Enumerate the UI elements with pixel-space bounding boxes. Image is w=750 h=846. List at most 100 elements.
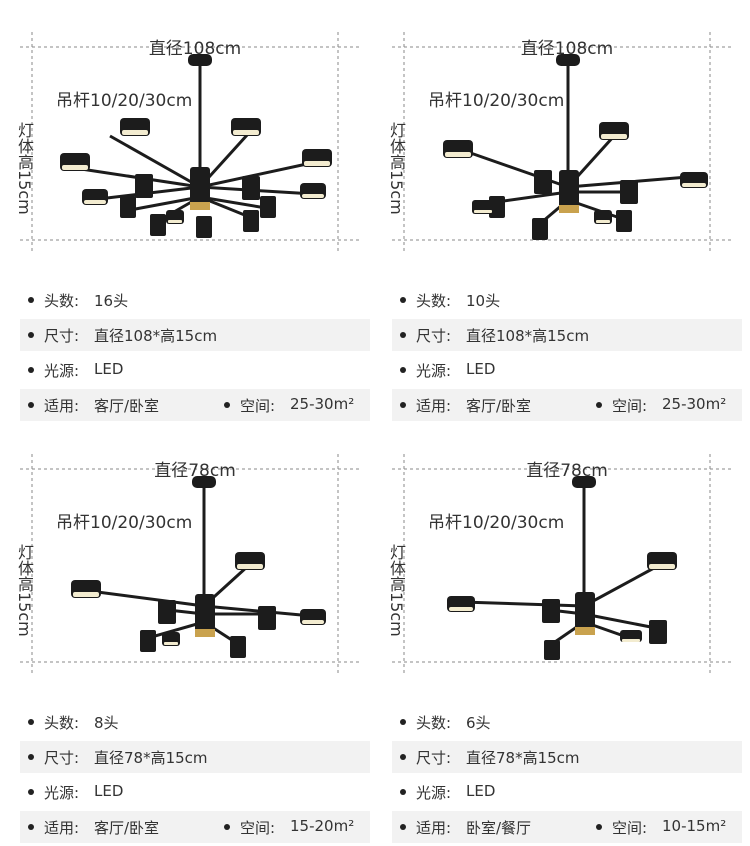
spec-value: 8头 (94, 714, 119, 732)
spec-label: 尺寸: (44, 749, 80, 767)
spec-row-size: 尺寸: 直径108*高15cm (392, 319, 742, 351)
spec-row-light: 光源: LED (20, 354, 370, 386)
chandelier-figure: 直径78cm 吊杆10/20/30cm 灯体高15cm (387, 444, 742, 694)
spec-value: LED (94, 782, 124, 800)
spec-row-heads: 头数: 16头 (20, 284, 370, 316)
spec-row-light: 光源: LED (392, 776, 742, 808)
spec-value: 直径108*高15cm (466, 327, 590, 345)
spec-label: 光源: (44, 362, 80, 380)
bullet-icon (28, 719, 34, 725)
spec-label: 头数: (416, 714, 452, 732)
spec-value: 客厅/卧室 (94, 397, 160, 415)
spec-value: 10-15m² (662, 817, 727, 835)
spec-value: LED (466, 782, 496, 800)
chandelier-figure: 直径108cm 吊杆10/20/30cm 灯体高15cm (15, 22, 370, 272)
bullet-icon (400, 402, 406, 408)
bullet-icon (596, 402, 602, 408)
body-height-label: 灯体高15cm (15, 122, 34, 215)
bullet-icon (400, 789, 406, 795)
bullet-icon (224, 824, 230, 830)
spec-label: 头数: (44, 292, 80, 310)
spec-value: 25-30m² (662, 395, 727, 413)
bullet-icon (28, 402, 34, 408)
spec-list: 头数: 8头 尺寸: 直径78*高15cm 光源: LED 适用: 客厅/卧室 … (20, 706, 370, 846)
spec-row-size: 尺寸: 直径78*高15cm (20, 741, 370, 773)
spec-row-size: 尺寸: 直径78*高15cm (392, 741, 742, 773)
bullet-icon (400, 754, 406, 760)
bullet-icon (224, 402, 230, 408)
body-height-label: 灯体高15cm (15, 544, 34, 637)
body-height-label: 灯体高15cm (387, 544, 406, 637)
spec-row-light: 光源: LED (392, 354, 742, 386)
spec-label: 空间: (240, 397, 276, 415)
diameter-label: 直径78cm (154, 461, 236, 481)
spec-value: 16头 (94, 292, 129, 310)
diameter-label: 直径78cm (526, 461, 608, 481)
spec-value: 客厅/卧室 (94, 819, 160, 837)
spec-value: 15-20m² (290, 817, 355, 835)
rod-length-label: 吊杆10/20/30cm (428, 513, 565, 533)
spec-value: 直径78*高15cm (94, 749, 208, 767)
rod-length-label: 吊杆10/20/30cm (56, 91, 193, 111)
bullet-icon (400, 719, 406, 725)
chandelier-10-head-image (392, 32, 732, 254)
spec-label: 光源: (416, 362, 452, 380)
spec-value: LED (466, 360, 496, 378)
bullet-icon (28, 367, 34, 373)
spec-label: 空间: (612, 397, 648, 415)
bullet-icon (28, 789, 34, 795)
chandelier-6-head-image (392, 454, 732, 676)
bullet-icon (28, 824, 34, 830)
spec-label: 适用: (416, 819, 452, 837)
spec-list: 头数: 16头 尺寸: 直径108*高15cm 光源: LED 适用: 客厅/卧… (20, 284, 370, 424)
spec-row-use: 适用: 客厅/卧室 空间: 25-30m² (392, 389, 742, 421)
spec-value: 直径78*高15cm (466, 749, 580, 767)
spec-label: 空间: (240, 819, 276, 837)
spec-label: 光源: (416, 784, 452, 802)
spec-row-size: 尺寸: 直径108*高15cm (20, 319, 370, 351)
bullet-icon (28, 332, 34, 338)
bullet-icon (596, 824, 602, 830)
spec-row-use: 适用: 客厅/卧室 空间: 15-20m² (20, 811, 370, 843)
spec-list: 头数: 6头 尺寸: 直径78*高15cm 光源: LED 适用: 卧室/餐厅 … (392, 706, 742, 846)
bullet-icon (28, 297, 34, 303)
body-height-label: 灯体高15cm (387, 122, 406, 215)
spec-row-use: 适用: 卧室/餐厅 空间: 10-15m² (392, 811, 742, 843)
spec-label: 尺寸: (44, 327, 80, 345)
bullet-icon (400, 297, 406, 303)
chandelier-figure: 直径108cm 吊杆10/20/30cm 灯体高15cm (387, 22, 742, 272)
bullet-icon (400, 824, 406, 830)
spec-row-light: 光源: LED (20, 776, 370, 808)
bullet-icon (28, 754, 34, 760)
spec-value: 卧室/餐厅 (466, 819, 532, 837)
spec-label: 光源: (44, 784, 80, 802)
diameter-label: 直径108cm (148, 39, 242, 59)
spec-value: LED (94, 360, 124, 378)
spec-row-use: 适用: 客厅/卧室 空间: 25-30m² (20, 389, 370, 421)
chandelier-8-head-image (20, 454, 360, 676)
spec-label: 适用: (44, 397, 80, 415)
spec-value: 25-30m² (290, 395, 355, 413)
diameter-label: 直径108cm (520, 39, 614, 59)
spec-label: 空间: (612, 819, 648, 837)
spec-row-heads: 头数: 10头 (392, 284, 742, 316)
spec-label: 适用: (44, 819, 80, 837)
spec-label: 头数: (416, 292, 452, 310)
rod-length-label: 吊杆10/20/30cm (428, 91, 565, 111)
spec-row-heads: 头数: 8头 (20, 706, 370, 738)
spec-list: 头数: 10头 尺寸: 直径108*高15cm 光源: LED 适用: 客厅/卧… (392, 284, 742, 424)
spec-label: 尺寸: (416, 327, 452, 345)
bullet-icon (400, 367, 406, 373)
chandelier-figure: 直径78cm 吊杆10/20/30cm 灯体高15cm (15, 444, 370, 694)
spec-value: 6头 (466, 714, 491, 732)
spec-label: 适用: (416, 397, 452, 415)
bullet-icon (400, 332, 406, 338)
spec-row-heads: 头数: 6头 (392, 706, 742, 738)
chandelier-16-head-image (20, 32, 360, 254)
spec-value: 直径108*高15cm (94, 327, 218, 345)
rod-length-label: 吊杆10/20/30cm (56, 513, 193, 533)
spec-value: 10头 (466, 292, 501, 310)
spec-label: 头数: (44, 714, 80, 732)
spec-value: 客厅/卧室 (466, 397, 532, 415)
spec-label: 尺寸: (416, 749, 452, 767)
